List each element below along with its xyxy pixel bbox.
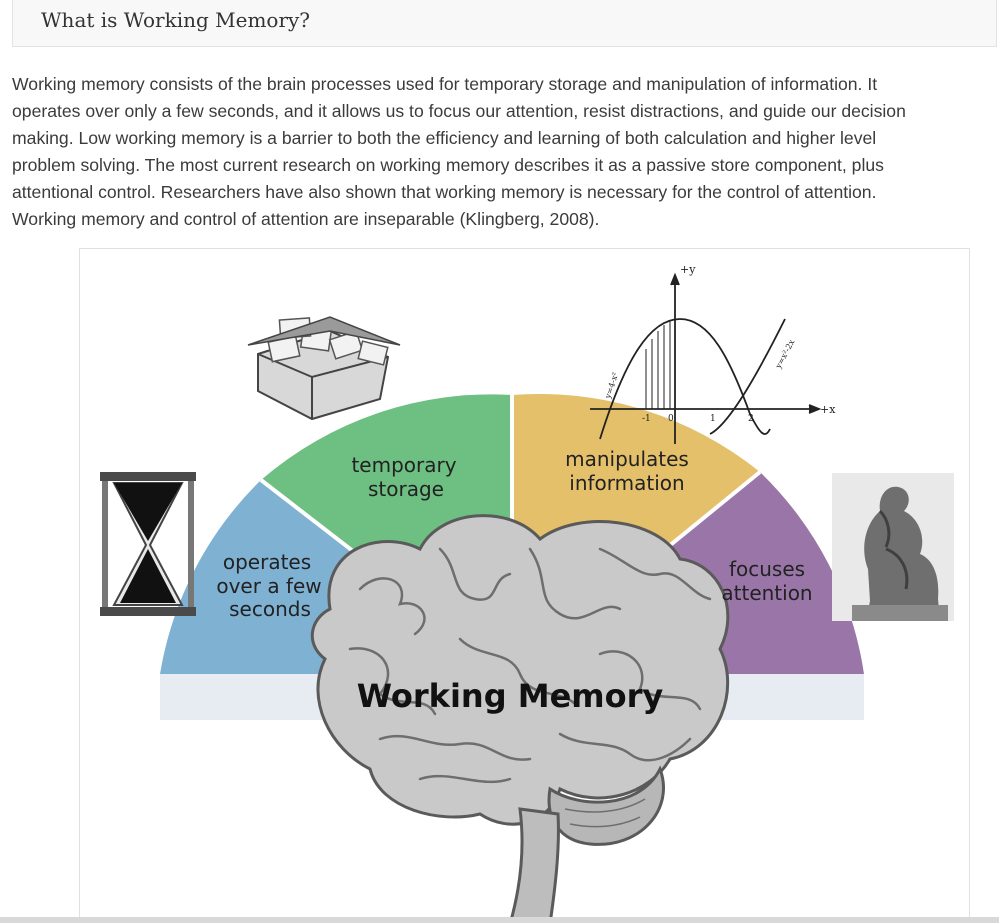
segment-manipulate-label: information <box>569 471 684 495</box>
figure-title: Working Memory <box>357 677 664 715</box>
file-box-icon <box>247 316 401 421</box>
page-bottom-bar <box>0 917 999 923</box>
working-memory-diagram: +y +x -1 0 1 2 y=4-x² y=x²-2x operates o… <box>100 263 954 923</box>
graph-tick-label: 2 <box>748 414 754 424</box>
intro-line: Working memory consists of the brain pro… <box>12 74 878 94</box>
intro-line: problem solving. The most current resear… <box>12 155 884 175</box>
graph-y-axis-label: +y <box>680 263 696 276</box>
graph-curve-label-right: y=x²-2x <box>773 338 796 371</box>
segment-manipulate-label: manipulates <box>565 447 689 471</box>
intro-line: attentional control. Researchers have al… <box>12 182 877 202</box>
graph-curve-label-left: y=4-x² <box>603 371 620 400</box>
segment-seconds-label: operates <box>223 550 311 574</box>
intro-line: operates over only a few seconds, and it… <box>12 101 906 121</box>
graph-tick-label: 1 <box>710 414 716 424</box>
math-graph-icon <box>590 272 822 444</box>
segment-storage-label: storage <box>368 477 444 501</box>
thinker-statue-icon <box>832 473 954 621</box>
intro-line: Working memory and control of attention … <box>12 209 600 229</box>
section-title: What is Working Memory? <box>41 8 311 32</box>
hourglass-icon <box>100 472 196 616</box>
graph-tick-label: -1 <box>642 414 651 424</box>
intro-line: making. Low working memory is a barrier … <box>12 128 877 148</box>
segment-attention-label: focuses <box>729 557 805 581</box>
segment-seconds-label: over a few <box>216 574 321 598</box>
section-heading-box: What is Working Memory? <box>12 0 997 47</box>
segment-attention-label: attention <box>721 581 812 605</box>
graph-tick-label: 0 <box>668 414 674 424</box>
segment-seconds-label: seconds <box>229 597 311 621</box>
graph-x-axis-label: +x <box>820 403 836 416</box>
intro-paragraph: Working memory consists of the brain pro… <box>12 71 999 233</box>
segment-storage-label: temporary <box>351 453 456 477</box>
working-memory-figure: +y +x -1 0 1 2 y=4-x² y=x²-2x operates o… <box>79 248 970 923</box>
brain-illustration <box>310 514 730 923</box>
